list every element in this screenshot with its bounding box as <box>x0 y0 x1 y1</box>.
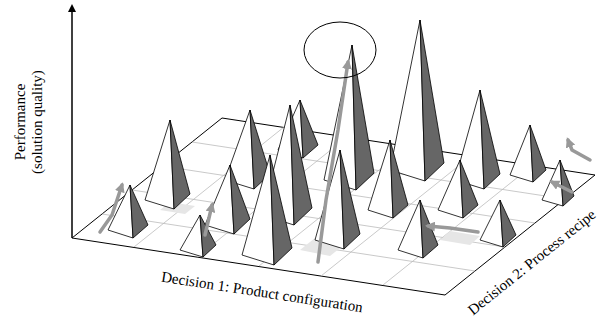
axes <box>71 6 73 238</box>
highlight-circle <box>304 22 376 78</box>
peaks <box>108 20 574 265</box>
search-paths <box>100 62 590 262</box>
axis-label: Performance (solution quality) <box>11 60 45 185</box>
